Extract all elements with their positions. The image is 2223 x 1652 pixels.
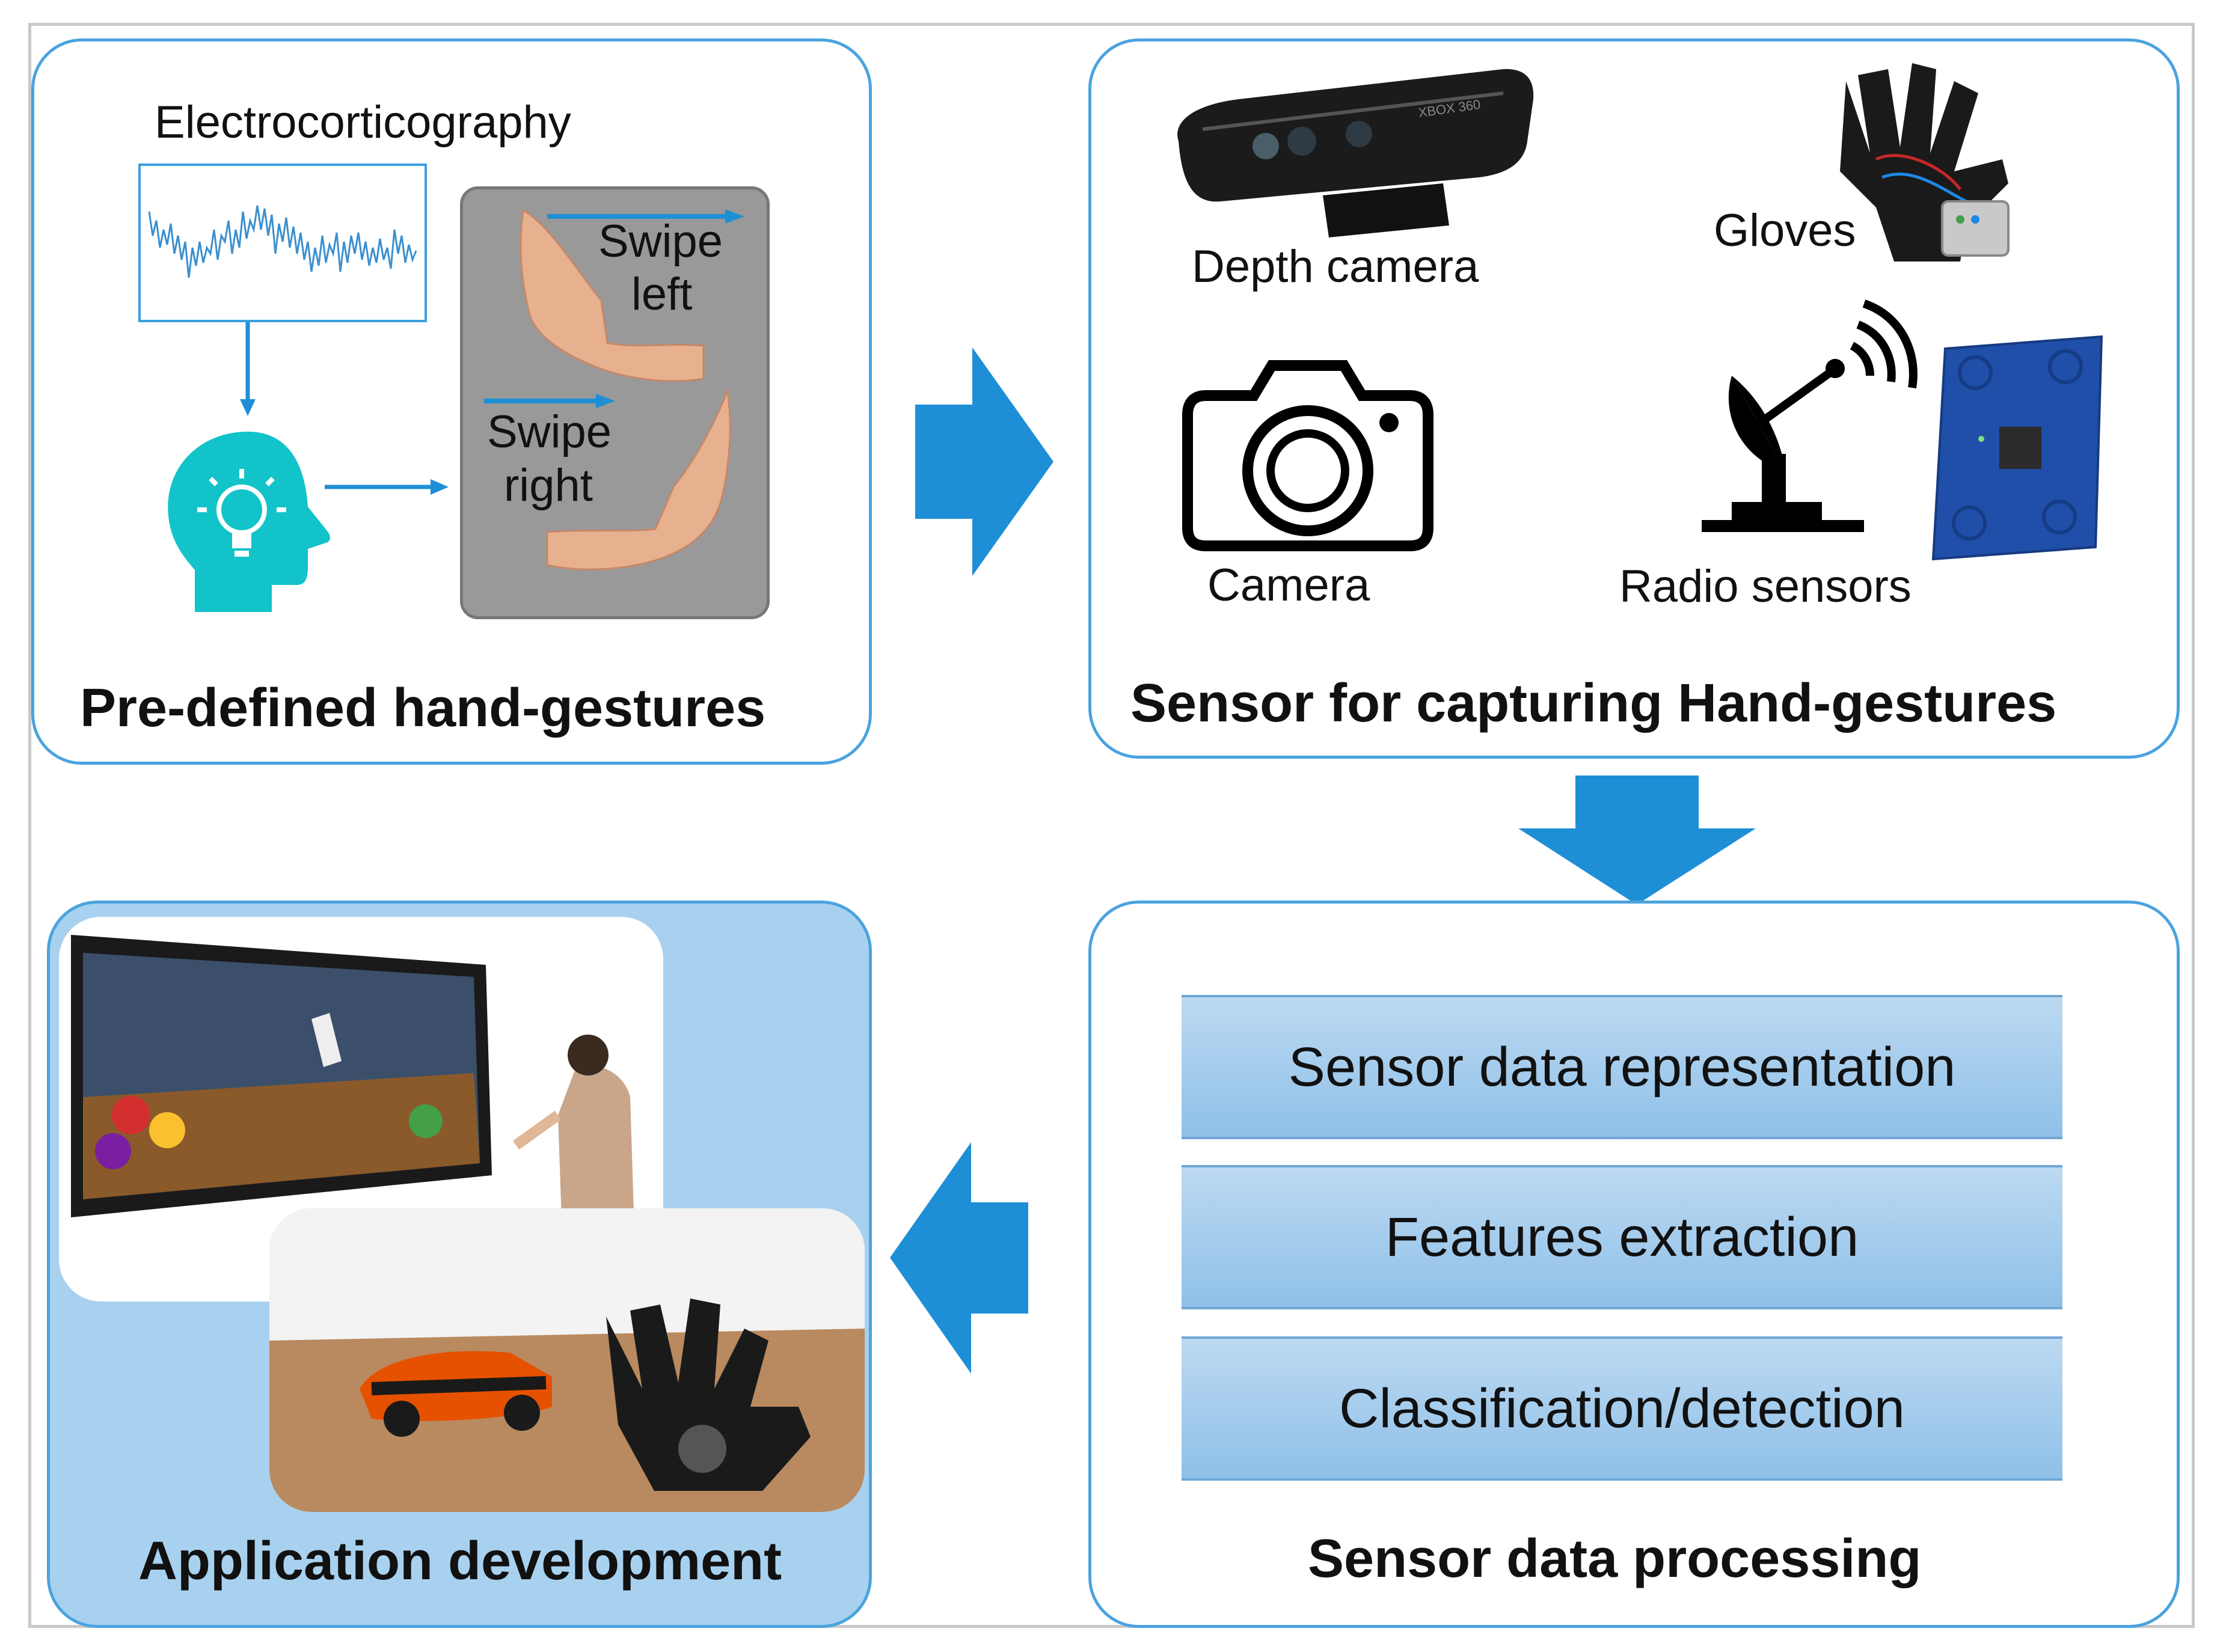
hand-left-image: [520, 209, 705, 382]
depth-camera-image: XBOX 360: [1177, 69, 1534, 237]
right-connector-arrow: [325, 479, 449, 495]
figure-frame: [28, 23, 2195, 1628]
panel-title-predefined: Pre-defined hand-gestures: [80, 678, 766, 738]
ecog-signal-plot: [138, 164, 427, 322]
glove-image: [1840, 63, 2010, 262]
label-camera: Camera: [1207, 560, 1370, 611]
camera-icon: [1182, 360, 1433, 551]
panel-title-application: Application development: [138, 1531, 782, 1591]
swipe-left-label-2: left: [631, 269, 693, 320]
panel-title-processing: Sensor data processing: [1308, 1529, 1922, 1589]
label-depth-camera: Depth camera: [1192, 241, 1479, 292]
swipe-right-label-1: Swipe: [487, 406, 612, 457]
panel-title-sensors: Sensor for capturing Hand-gestures: [1130, 673, 2057, 733]
flow-arrow-left: [890, 1142, 1028, 1374]
radio-sensor-board-image: [1931, 335, 2103, 561]
hand-right-image: [546, 387, 731, 571]
swipe-left-arrow: [547, 209, 744, 224]
car-glove-photo: [269, 1208, 865, 1512]
down-connector-arrow: [240, 322, 256, 416]
satellite-dish-icon: [1702, 299, 1918, 532]
label-gloves: Gloves: [1714, 205, 1856, 256]
step-features-extraction: Features extraction: [1182, 1165, 2062, 1309]
flow-arrow-right: [915, 347, 1053, 576]
flow-arrow-down: [1518, 776, 1756, 905]
swipe-left-label-1: Swipe: [598, 216, 723, 267]
step-classification-detection: Classification/detection: [1182, 1336, 2062, 1481]
swipe-right-label-2: right: [504, 460, 593, 511]
swipe-right-arrow: [484, 394, 615, 408]
ecog-label: Electrocorticography: [155, 97, 571, 148]
label-radio-sensors: Radio sensors: [1619, 561, 1912, 612]
step-sensor-data-representation: Sensor data representation: [1182, 995, 2062, 1139]
head-lightbulb-icon: [168, 432, 330, 612]
